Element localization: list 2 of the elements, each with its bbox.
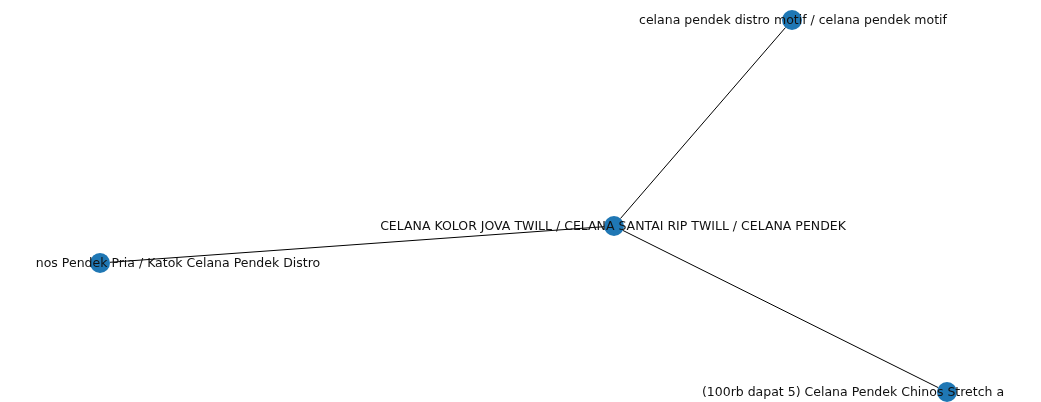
edge-line (620, 27, 786, 219)
edge-line (622, 229, 939, 389)
